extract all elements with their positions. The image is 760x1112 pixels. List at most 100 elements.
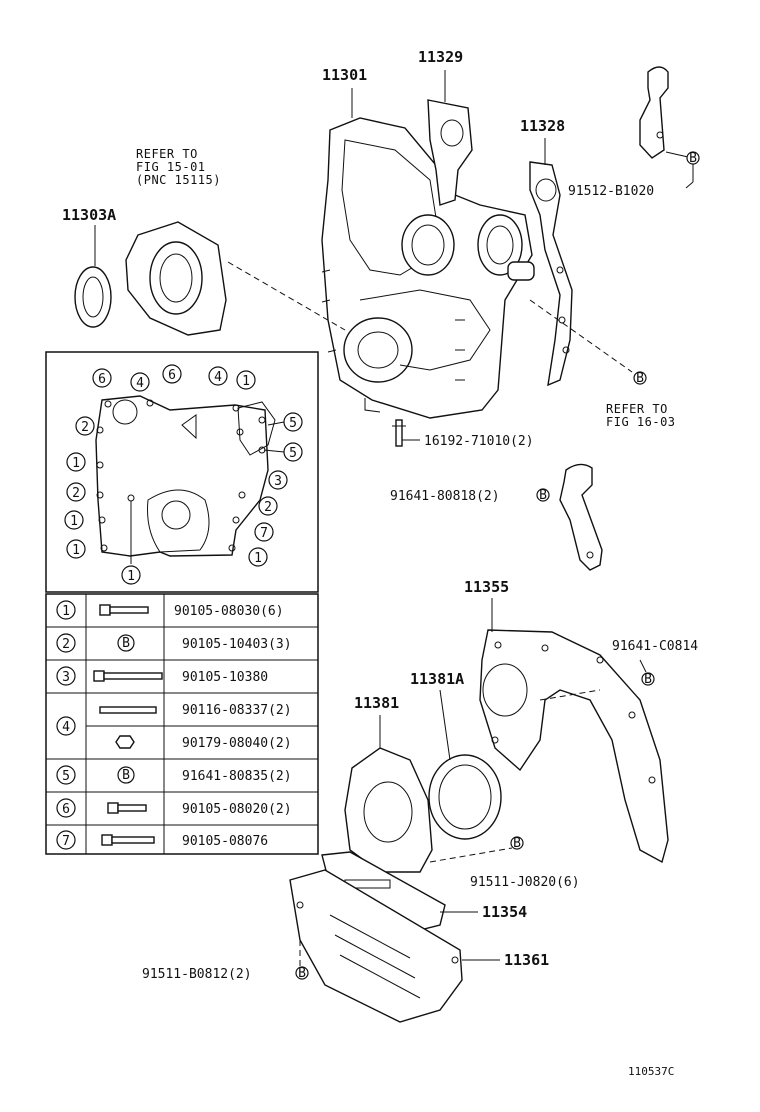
oil-seal-11303a	[74, 266, 112, 328]
refer-note-1-line-3: (PNC 15115)	[136, 173, 221, 187]
inset-marker: 3	[268, 470, 288, 490]
legend-key-6: 6	[56, 798, 76, 818]
inset-marker: 2	[75, 416, 95, 436]
inset-marker: 4	[208, 366, 228, 386]
plate-11361	[289, 869, 463, 1023]
svg-text:2: 2	[81, 420, 89, 435]
bolt-icon	[93, 670, 163, 682]
inset-marker: 1	[121, 565, 141, 585]
svg-text:B: B	[689, 151, 697, 166]
inset-marker: 1	[248, 547, 268, 567]
label-91511-b0812: 91511-B0812(2)	[142, 967, 252, 982]
plate-11355	[479, 629, 669, 864]
inset-marker: 1	[66, 539, 86, 559]
inset-marker: 6	[162, 364, 182, 384]
gasket-11328	[529, 161, 573, 387]
label-11381a: 11381A	[410, 670, 464, 688]
bracket-mid-right	[559, 463, 603, 571]
oil-pump-housing	[125, 221, 227, 336]
legend-part: 90105-08020(2)	[182, 802, 292, 817]
retainer-11381	[344, 747, 433, 873]
label-11303a: 11303A	[62, 206, 116, 224]
inset-bolt-map: 6 4 6 4 1 2 5 5 1 3 2 2 1 7 1 1 1	[45, 351, 319, 593]
inset-marker: 1	[64, 510, 84, 530]
svg-text:4: 4	[136, 376, 144, 391]
legend-part: 90179-08040(2)	[182, 736, 292, 751]
svg-text:B: B	[122, 636, 130, 651]
legend-key-4: 4	[56, 716, 76, 736]
bolt-marker-icon: B	[117, 766, 135, 784]
inset-marker: 6	[92, 368, 112, 388]
label-11361: 11361	[504, 951, 549, 969]
svg-text:4: 4	[214, 370, 222, 385]
bracket-top-right	[639, 66, 669, 159]
refer-note-1-line-2: FIG 15-01	[136, 160, 206, 174]
label-91511-j0820: 91511-J0820(6)	[470, 875, 580, 890]
label-91512-b1020: 91512-B1020	[568, 184, 654, 199]
bolt-marker-5: B	[510, 836, 524, 851]
inset-marker: 2	[258, 496, 278, 516]
legend-part: 90116-08337(2)	[182, 703, 292, 718]
inset-marker: 4	[130, 372, 150, 392]
legend-part: 90105-10403(3)	[182, 637, 292, 652]
diagram-id: 110537C	[628, 1065, 674, 1078]
svg-text:2: 2	[62, 637, 70, 652]
svg-text:2: 2	[72, 486, 80, 501]
svg-text:4: 4	[62, 720, 70, 735]
svg-text:B: B	[122, 768, 130, 783]
svg-text:1: 1	[70, 514, 78, 529]
stud-bolt	[392, 419, 406, 447]
svg-text:1: 1	[72, 456, 80, 471]
svg-text:B: B	[298, 966, 306, 981]
svg-text:3: 3	[274, 474, 282, 489]
inset-marker: 5	[283, 442, 303, 462]
label-11328: 11328	[520, 117, 565, 135]
refer-note-1-line-1: REFER TO	[136, 147, 198, 161]
fastener-legend-table: 1 2 3 4 5 6 7 B B 90105-08030(6) 90105-1…	[45, 593, 319, 855]
label-11355: 11355	[464, 578, 509, 596]
timing-cover-11301	[321, 117, 535, 419]
svg-text:B: B	[513, 836, 521, 851]
svg-text:1: 1	[254, 551, 262, 566]
bolt-marker-2: B	[633, 371, 647, 386]
legend-part: 90105-08030(6)	[174, 604, 284, 619]
label-16192-71010: 16192-71010(2)	[424, 434, 534, 449]
bolt-marker-3: B	[536, 488, 550, 503]
bolt-marker-6: B	[295, 966, 309, 981]
svg-text:1: 1	[242, 374, 250, 389]
legend-part: 90105-10380	[182, 670, 268, 685]
legend-key-1: 1	[56, 600, 76, 620]
label-11354: 11354	[482, 903, 527, 921]
bolt-icon	[99, 604, 149, 616]
gasket-11329	[427, 99, 473, 206]
svg-text:1: 1	[72, 543, 80, 558]
bolt-marker-4: B	[641, 672, 655, 687]
svg-text:5: 5	[289, 446, 297, 461]
svg-text:B: B	[636, 371, 644, 386]
svg-text:1: 1	[62, 604, 70, 619]
svg-text:6: 6	[98, 372, 106, 387]
label-91641-c0814: 91641-C0814	[612, 639, 698, 654]
svg-text:B: B	[539, 488, 547, 503]
bolt-marker-icon: B	[117, 634, 135, 652]
label-91641-80818: 91641-80818(2)	[390, 489, 500, 504]
inset-marker: 2	[66, 482, 86, 502]
label-11381: 11381	[354, 694, 399, 712]
svg-text:7: 7	[260, 526, 268, 541]
inset-marker: 1	[236, 370, 256, 390]
inset-marker: 5	[283, 412, 303, 432]
svg-text:1: 1	[127, 569, 135, 584]
stud-icon	[99, 706, 157, 714]
svg-text:5: 5	[62, 769, 70, 784]
oil-seal-11381a	[428, 754, 502, 840]
inset-marker: 1	[66, 452, 86, 472]
refer-note-2-line-2: FIG 16-03	[606, 415, 676, 429]
legend-key-2: 2	[56, 633, 76, 653]
bolt-icon	[107, 802, 147, 814]
svg-text:5: 5	[289, 416, 297, 431]
svg-text:3: 3	[62, 670, 70, 685]
legend-key-5: 5	[56, 765, 76, 785]
legend-key-3: 3	[56, 666, 76, 686]
svg-text:B: B	[644, 672, 652, 687]
svg-text:7: 7	[62, 834, 70, 849]
